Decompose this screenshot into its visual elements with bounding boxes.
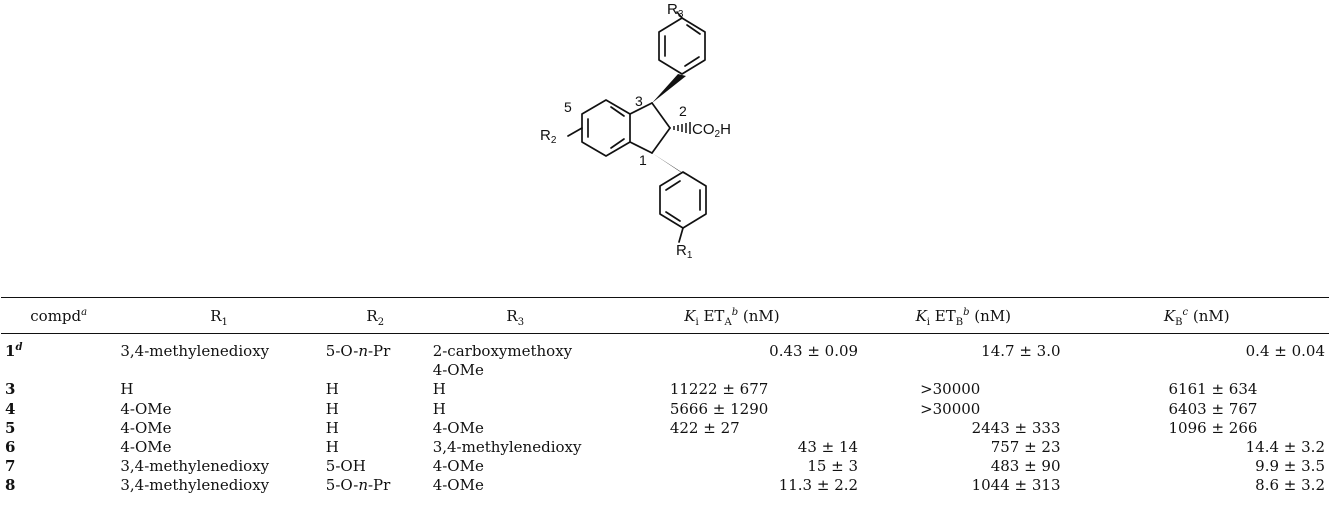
position-2-label: 2 — [679, 103, 687, 119]
cell-r1: 3,4-methylenedioxy — [120, 342, 270, 360]
cell-r3: 4-OMe — [432, 418, 484, 437]
cell-r2: H — [325, 399, 339, 418]
cell-compd: 5 — [5, 418, 16, 437]
position-1-label: 1 — [639, 152, 647, 168]
r3-label: R3 — [667, 1, 684, 20]
wedge-bond-c3 — [652, 74, 686, 103]
cell-kb: 1096 ± 266 — [1168, 418, 1258, 437]
header-r1: R1 — [116, 297, 322, 334]
cell-r3: 4-OMe — [432, 457, 484, 476]
cell-r1: 4-OMe — [120, 438, 172, 457]
header-r2: R2 — [321, 297, 429, 334]
table-row: 5 4-OMe H 4-OMe 422 ± 27 2443 ± 333 1096… — [1, 419, 1329, 438]
cell-ki-etb: 1044 ± 313 — [971, 476, 1061, 495]
position-3-label: 3 — [635, 93, 643, 109]
cell-kb: 9.9 ± 3.5 — [1255, 457, 1325, 476]
cell-compd: 4 — [5, 399, 16, 418]
cell-r1: 3,4-methylenedioxy — [120, 457, 270, 476]
table-row: 3 H H H 11222 ± 677 >30000 6161 ± 634 — [1, 380, 1329, 399]
cell-ki-etb: 483 ± 90 — [990, 457, 1061, 476]
header-r3: R3 — [428, 297, 602, 334]
header-compd: compda — [1, 297, 117, 334]
cell-r2: H — [325, 438, 339, 457]
cell-r3: 3,4-methylenedioxy — [432, 438, 582, 457]
header-ki-etb: Ki ETBb (nM) — [862, 297, 1065, 334]
cell-r2: 5-O-n-Pr — [325, 342, 391, 360]
header-kb: KBc (nM) — [1064, 297, 1329, 334]
cell-r1: H — [120, 380, 134, 399]
cell-kb: 0.4 ± 0.04 — [1245, 342, 1325, 360]
cell-r3: H — [432, 399, 446, 418]
cell-kb: 6161 ± 634 — [1168, 380, 1258, 399]
table-row: 4 4-OMe H H 5666 ± 1290 >30000 6403 ± 76… — [1, 400, 1329, 419]
position-5-label: 5 — [564, 99, 572, 115]
binding-data-table: compda R1 R2 R3 Ki ETAb (nM) Ki ETBb (nM… — [1, 297, 1329, 496]
indan-structure-diagram: R3 R2 R1 5 3 2 1 CO2H — [540, 1, 731, 261]
table-row: 8 3,4-methylenedioxy 5-O-n-Pr 4-OMe 11.3… — [1, 476, 1329, 495]
cell-ki-eta: 5666 ± 1290 — [669, 399, 769, 418]
header-ki-eta: Ki ETAb (nM) — [601, 297, 863, 334]
cell-ki-eta: 0.43 ± 0.09 — [769, 342, 859, 360]
cell-ki-etb: >30000 — [920, 399, 981, 418]
cell-r1: 3,4-methylenedioxy — [120, 476, 270, 495]
cell-compd: 8 — [5, 476, 16, 495]
hashed-bond-c2 — [673, 122, 691, 134]
cell-ki-eta: 422 ± 27 — [669, 418, 740, 437]
cell-r3: 4-OMe — [432, 476, 484, 495]
cell-r1: 4-OMe — [120, 399, 172, 418]
cell-ki-eta: 11.3 ± 2.2 — [778, 476, 859, 495]
cell-r2: 5-OH — [325, 457, 366, 476]
table-header-row: compda R1 R2 R3 Ki ETAb (nM) Ki ETBb (nM… — [1, 297, 1329, 334]
cell-kb: 6403 ± 767 — [1168, 399, 1258, 418]
table-row: 7 3,4-methylenedioxy 5-OH 4-OMe 15 ± 3 4… — [1, 457, 1329, 476]
r1-label: R1 — [676, 242, 693, 261]
cell-kb: 14.4 ± 3.2 — [1245, 438, 1325, 457]
cell-ki-eta: 15 ± 3 — [807, 457, 859, 476]
cell-compd: 3 — [5, 380, 16, 399]
structure-bonds — [567, 11, 707, 243]
cell-compd: 7 — [5, 457, 16, 476]
cell-r3: H — [432, 380, 446, 399]
table-row: 1d 3,4-methylenedioxy 5-O-n-Pr 2-carboxy… — [1, 334, 1329, 381]
cell-compd: 6 — [5, 438, 16, 457]
cell-ki-etb: >30000 — [920, 380, 981, 399]
cell-compd: 1d — [5, 342, 23, 360]
r2-label: R2 — [540, 127, 557, 146]
cell-r2: H — [325, 380, 339, 399]
cell-ki-etb: 2443 ± 333 — [971, 418, 1061, 437]
cell-r2: H — [325, 418, 339, 437]
wedge-bond-c1 — [652, 153, 686, 175]
cell-ki-etb: 757 ± 23 — [990, 438, 1061, 457]
cell-ki-etb: 14.7 ± 3.0 — [981, 342, 1061, 360]
cell-r1: 4-OMe — [120, 418, 172, 437]
cell-ki-eta: 11222 ± 677 — [669, 380, 769, 399]
table-row: 6 4-OMe H 3,4-methylenedioxy 43 ± 14 757… — [1, 438, 1329, 457]
cell-ki-eta: 43 ± 14 — [797, 438, 859, 457]
carboxylic-acid-label: CO2H — [692, 121, 731, 140]
cell-kb: 8.6 ± 3.2 — [1255, 476, 1325, 495]
cell-r2: 5-O-n-Pr — [325, 476, 391, 495]
